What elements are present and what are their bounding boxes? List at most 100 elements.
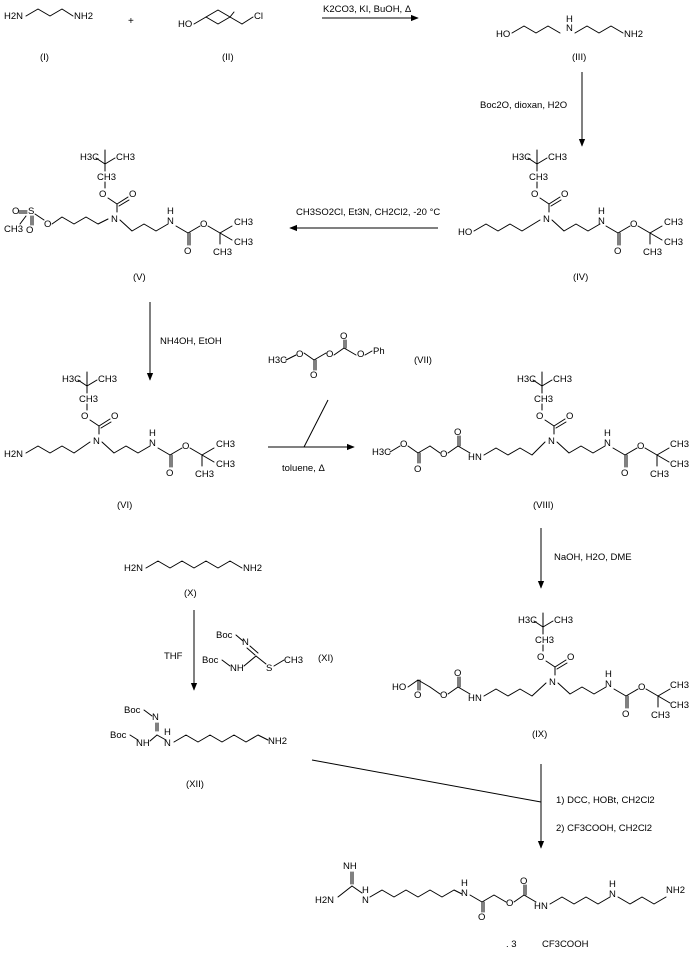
atom-label: H	[167, 206, 174, 217]
bond	[553, 418, 566, 427]
atom-label: O	[326, 349, 333, 360]
atom-label: O	[531, 189, 538, 200]
atom-label: O	[166, 468, 173, 479]
atom-label: N	[566, 23, 573, 34]
atom-label: O	[182, 441, 189, 452]
bond	[624, 447, 638, 456]
bond	[249, 645, 259, 654]
atom-label: O	[536, 411, 543, 422]
atom-label: NH	[230, 663, 244, 674]
atom-label: H	[604, 428, 611, 439]
bond	[143, 709, 153, 717]
compound-IV: H3C CH3 CH3 O O N HO H N O O CH3 CH3 CH3…	[458, 149, 683, 283]
atom-label: Boc	[202, 655, 219, 666]
conditions-step8b: 2) CF3COOH, CH2Cl2	[556, 823, 652, 834]
atom-label: CH3	[670, 459, 689, 470]
bond	[246, 647, 256, 656]
atom-label: CH3	[670, 700, 689, 711]
atom-label: O	[44, 219, 51, 230]
atom-label: H2N	[315, 895, 334, 906]
atom-label: NH2	[624, 29, 643, 40]
atom-label: H	[149, 428, 156, 439]
compound-V: H3C CH3 CH3 O O N O S O CH3 O H N O O	[4, 149, 253, 283]
atom-label: S	[28, 206, 34, 217]
atom-label: O	[638, 682, 645, 693]
arrow-step2: Boc2O, dioxan, H2O	[480, 72, 586, 147]
compound-id-VII: (VII)	[414, 355, 432, 366]
compound-id-III: (III)	[572, 52, 586, 63]
reagent-line	[303, 399, 329, 448]
bond	[473, 219, 541, 232]
bond	[107, 197, 118, 213]
bond	[119, 219, 169, 232]
bond	[649, 232, 663, 241]
bond	[483, 682, 547, 697]
atom-label: N	[461, 888, 468, 899]
bond	[241, 16, 254, 25]
bond	[551, 219, 601, 232]
bond	[556, 441, 606, 454]
atom-label: CH3	[664, 237, 683, 248]
bond	[617, 225, 631, 234]
atom-label: CH3	[534, 394, 553, 405]
atom-label: O	[200, 219, 207, 230]
compound-product: NH H2N H N H N O O O H N H N NH2 . 3 CF3…	[315, 861, 685, 950]
atom-label: N	[598, 216, 605, 227]
atom-label: NH2	[666, 885, 685, 896]
bond	[557, 682, 607, 695]
bond	[100, 421, 112, 429]
atom-label: O	[357, 349, 364, 360]
compound-VI: H3C CH3 CH3 O O N H2N H N O O CH3 CH3 CH…	[4, 371, 235, 511]
atom-label: O	[26, 225, 33, 236]
atom-label: H3C	[268, 355, 287, 366]
plus-sign: +	[128, 16, 134, 27]
atom-label: CH3	[79, 394, 98, 405]
atom-label: CH3	[664, 217, 683, 228]
compound-XII: Boc N Boc NH H N NH2 (XII)	[110, 705, 287, 790]
bond	[605, 225, 619, 246]
bond	[34, 213, 45, 221]
bond	[554, 659, 567, 668]
atom-label: CH3	[670, 680, 689, 691]
bond	[221, 659, 231, 667]
compound-id-VIII: (VIII)	[533, 500, 554, 511]
conditions-step8a: 1) DCC, HOBt, CH2Cl2	[556, 795, 655, 806]
atom-label: CH3	[529, 172, 548, 183]
bond	[539, 197, 550, 213]
bond	[273, 659, 285, 667]
bond	[447, 445, 471, 454]
bond	[364, 350, 373, 356]
atom-label: N	[548, 436, 555, 447]
atom-label: CH3	[234, 217, 253, 228]
bond	[235, 634, 244, 642]
atom-label: N	[362, 895, 369, 906]
atom-label: Boc	[124, 705, 141, 716]
atom-label: H3C	[62, 374, 81, 385]
atom-label: CH3	[535, 635, 554, 646]
compound-id-X: (X)	[184, 588, 197, 599]
bond	[637, 225, 663, 234]
bond	[207, 225, 233, 234]
bond	[243, 655, 257, 667]
compound-X: H2N NH2 (X)	[124, 560, 262, 599]
atom-label: O	[630, 219, 637, 230]
atom-label: CH3	[195, 469, 214, 480]
arrow-step7: THF	[164, 610, 198, 691]
bond	[101, 441, 151, 454]
atom-label: NH2	[74, 11, 93, 22]
atom-label: O	[614, 246, 621, 257]
atom-label: NH	[136, 738, 150, 749]
bond	[149, 734, 158, 742]
atom-label: CH3	[97, 172, 116, 183]
atom-label: CH3	[670, 439, 689, 450]
bond	[550, 199, 562, 207]
bond	[483, 441, 546, 456]
atom-label: H	[468, 452, 475, 463]
atom-label: HO	[496, 29, 510, 40]
atom-label: H2N	[124, 563, 143, 574]
bond	[229, 11, 235, 18]
atom-label: S	[266, 663, 272, 674]
atom-label: O	[340, 331, 347, 342]
arrow-step5: toluene, Δ	[268, 399, 355, 474]
atom-label: NH2	[243, 563, 262, 574]
